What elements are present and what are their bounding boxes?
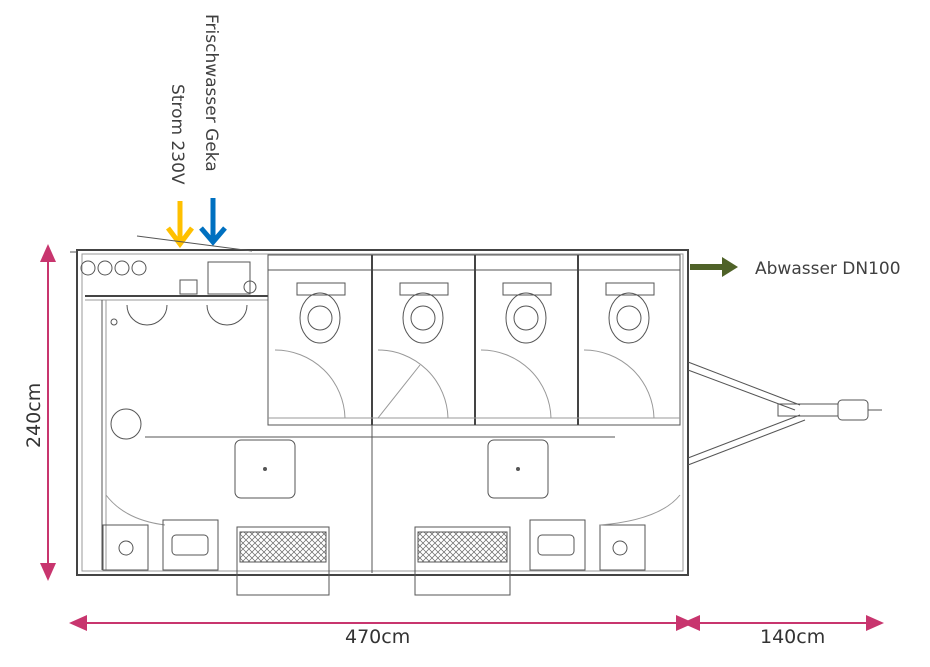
power-label: Strom 230V: [167, 84, 187, 185]
waste-water-label: Abwasser DN100: [755, 259, 901, 279]
width-dimension-label: 240cm: [23, 383, 45, 448]
drawbar: [687, 361, 882, 466]
waste-arrow-icon: [690, 257, 738, 277]
step-grate-right: [414, 526, 511, 596]
toilet-4: [583, 282, 655, 419]
toilet-cubicles: [267, 254, 681, 426]
trailer-body: [70, 235, 689, 596]
toilet-1: [274, 282, 346, 419]
length-dimension-label: 470cm: [345, 626, 410, 648]
fresh-water-label: Frischwasser Geka: [201, 14, 221, 172]
power-arrow-icon: [166, 201, 194, 249]
toilet-3: [480, 282, 552, 419]
step-grate-left: [236, 526, 330, 596]
toilet-2: [377, 282, 449, 419]
drawbar-dimension-label: 140cm: [760, 626, 825, 648]
water-arrow-icon: [199, 198, 227, 246]
